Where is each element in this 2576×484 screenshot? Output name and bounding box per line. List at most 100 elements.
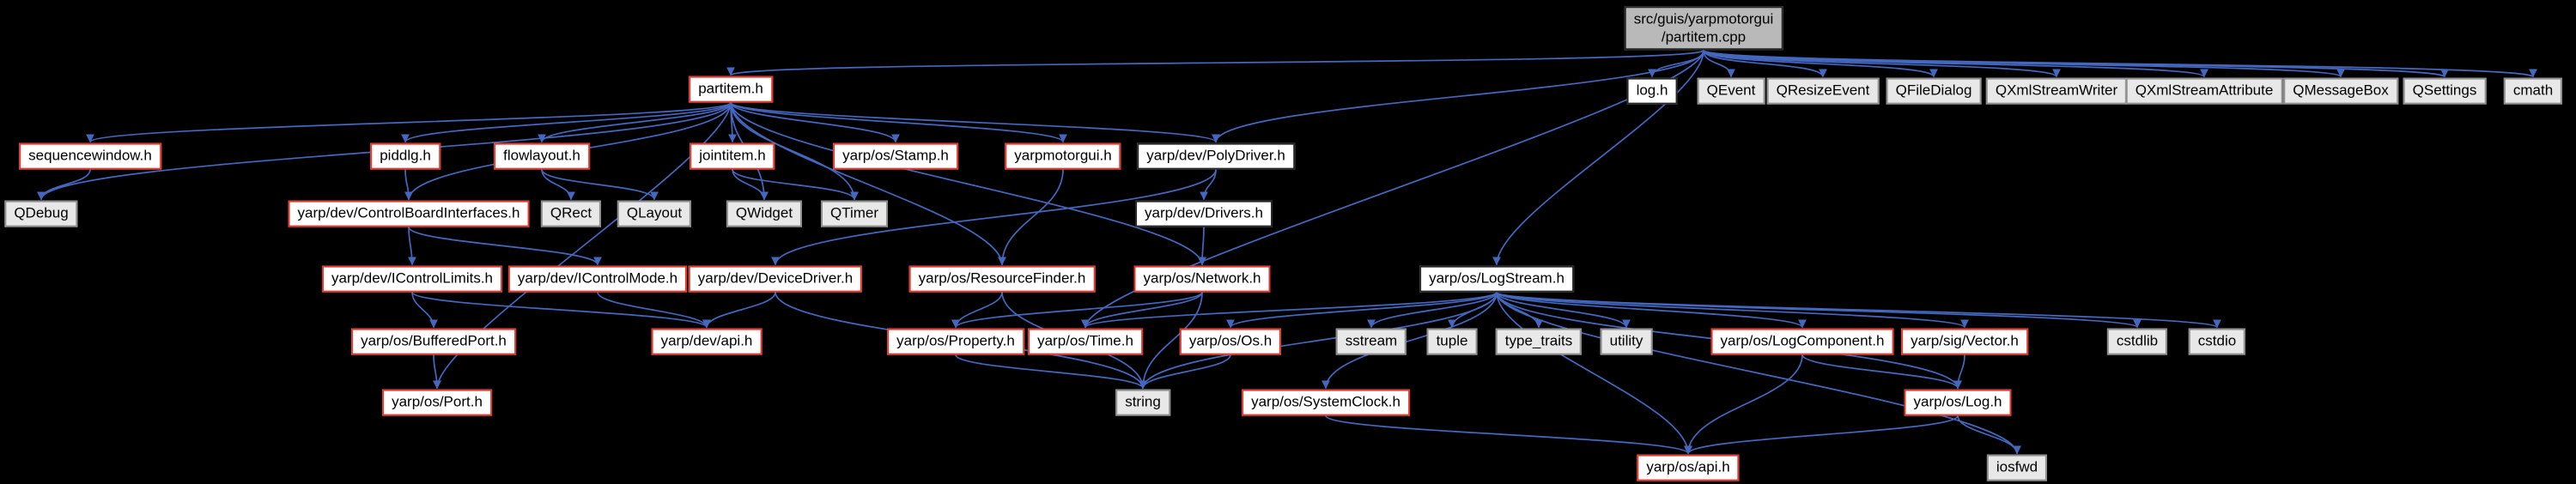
edge-icontrollimits-h-to-bufferedport-h xyxy=(411,292,438,329)
edge-drivers-h-to-network-h xyxy=(1198,227,1207,266)
node-piddlg-h[interactable]: piddlg.h xyxy=(370,142,440,170)
edge-sequencewindow-h-to-qdebug xyxy=(37,169,91,201)
edge-cpp-to-qmessagebox xyxy=(1703,49,2345,78)
edge-flowlayout-h-to-qrect xyxy=(541,169,575,201)
node-bufferedport-h[interactable]: yarp/os/BufferedPort.h xyxy=(351,328,516,355)
edge-logstream-h-to-cstdio xyxy=(1496,291,2221,329)
edge-cpp-to-qsettings xyxy=(1703,49,2449,78)
edge-cbi-h-to-icontrolmode-h xyxy=(408,226,602,266)
node-qrect: QRect xyxy=(540,200,602,227)
edge-icontrollimits-h-to-dev-api-h xyxy=(411,291,711,329)
edge-logstream-h-to-time-h xyxy=(1081,291,1498,329)
edge-network-h-to-time-h xyxy=(1081,292,1203,329)
edge-partitem-h-to-stamp-h xyxy=(730,101,900,143)
edge-icontrolmode-h-to-dev-api-h xyxy=(597,292,711,329)
node-logstream-h[interactable]: yarp/os/LogStream.h xyxy=(1419,265,1574,293)
node-string: string xyxy=(1115,389,1170,416)
edge-os-h-to-string xyxy=(1139,354,1231,390)
node-qsettings: QSettings xyxy=(2403,77,2487,105)
node-jointitem-h[interactable]: jointitem.h xyxy=(690,142,775,170)
node-sequencewindow-h[interactable]: sequencewindow.h xyxy=(19,142,161,170)
edge-cpp-to-qresizeevent xyxy=(1703,50,1827,78)
edge-cbi-h-to-icontrollimits-h xyxy=(407,227,416,266)
node-network-h[interactable]: yarp/os/Network.h xyxy=(1133,265,1271,293)
edge-logstream-h-to-iosfwd xyxy=(1496,292,2021,455)
node-polydriver-h[interactable]: yarp/dev/PolyDriver.h xyxy=(1137,142,1295,170)
edge-sig-vector-h-to-log-os-h xyxy=(1953,354,1965,390)
edge-partitem-h-to-yarpmotorgui-h xyxy=(730,101,1067,143)
edge-systemclock-h-to-os-api-h xyxy=(1325,414,1692,455)
node-iosfwd: iosfwd xyxy=(1986,454,2048,481)
node-cpp: src/guis/yarpmotorgui /partitem.cpp xyxy=(1624,6,1783,51)
edge-partitem-h-to-flowlayout-h xyxy=(538,101,732,143)
edge-logstream-h-to-sstream xyxy=(1367,292,1498,329)
node-stamp-h[interactable]: yarp/os/Stamp.h xyxy=(833,142,958,170)
edge-logstream-h-to-utility xyxy=(1496,291,1631,329)
node-tuple: tuple xyxy=(1426,328,1478,355)
edge-logstream-h-to-type-traits xyxy=(1496,292,1543,329)
edge-log-os-h-to-os-api-h xyxy=(1684,414,1959,455)
node-sig-vector-h[interactable]: yarp/sig/Vector.h xyxy=(1901,328,2028,355)
edge-partitem-h-to-piddlg-h xyxy=(401,101,732,143)
edge-polydriver-h-to-drivers-h xyxy=(1200,169,1217,201)
edge-cpp-to-qxmlstreamattribute xyxy=(1703,49,2208,78)
node-drivers-h[interactable]: yarp/dev/Drivers.h xyxy=(1135,200,1273,227)
node-os-h[interactable]: yarp/os/Os.h xyxy=(1179,328,1282,355)
node-partitem-h[interactable]: partitem.h xyxy=(689,76,773,103)
node-yarpmotorgui-h[interactable]: yarpmotorgui.h xyxy=(1005,142,1121,170)
edge-log-os-h-to-iosfwd xyxy=(1957,415,2021,455)
node-qxmlstreamwriter: QXmlStreamWriter xyxy=(1985,77,2128,105)
edge-jointitem-h-to-qtimer xyxy=(732,168,859,201)
edge-yarpmotorgui-h-to-resourcefinder-h xyxy=(998,169,1064,266)
node-qwidget: QWidget xyxy=(726,200,803,227)
node-log-h[interactable]: log.h xyxy=(1626,77,1678,105)
edge-cpp-to-log-h xyxy=(1648,50,1704,78)
node-qresizeevent: QResizeEvent xyxy=(1766,77,1880,105)
node-property-h[interactable]: yarp/os/Property.h xyxy=(887,328,1024,355)
edge-partitem-h-to-jointitem-h xyxy=(727,102,737,143)
node-utility: utility xyxy=(1600,328,1653,355)
node-time-h[interactable]: yarp/os/Time.h xyxy=(1028,328,1143,355)
edge-logstream-h-to-cstdlib xyxy=(1496,291,2142,329)
node-qfiledialog: QFileDialog xyxy=(1886,77,1982,105)
node-cmath: cmath xyxy=(2503,77,2563,105)
node-qlayout: QLayout xyxy=(617,200,692,227)
node-port-h[interactable]: yarp/os/Port.h xyxy=(382,389,492,416)
node-cbi-h[interactable]: yarp/dev/ControlBoardInterfaces.h xyxy=(288,200,530,227)
node-devicedriver-h[interactable]: yarp/dev/DeviceDriver.h xyxy=(688,265,863,293)
node-dev-api-h[interactable]: yarp/dev/api.h xyxy=(651,328,762,355)
node-cstdlib: cstdlib xyxy=(2106,328,2168,355)
edge-partitem-h-to-polydriver-h xyxy=(730,101,1220,143)
edge-cpp-to-cmath xyxy=(1703,49,2537,78)
node-qtimer: QTimer xyxy=(820,200,889,227)
edge-cpp-to-qfiledialog xyxy=(1703,49,1938,78)
edge-network-h-to-property-h xyxy=(951,291,1203,329)
node-os-api-h[interactable]: yarp/os/api.h xyxy=(1637,454,1740,481)
edge-logstream-h-to-sig-vector-h xyxy=(1496,291,1969,329)
node-type-traits: type_traits xyxy=(1495,328,1583,355)
edge-partitem-h-to-resourcefinder-h xyxy=(730,102,1006,266)
edge-logstream-h-to-os-h xyxy=(1226,291,1498,329)
edge-logstream-h-to-os-api-h xyxy=(1496,292,1692,455)
node-icontrolmode-h[interactable]: yarp/dev/IControlMode.h xyxy=(507,265,688,293)
node-qxmlstreamattribute: QXmlStreamAttribute xyxy=(2125,77,2283,105)
edge-flowlayout-h-to-qlayout xyxy=(541,168,659,201)
node-systemclock-h[interactable]: yarp/os/SystemClock.h xyxy=(1242,389,1410,416)
edge-bufferedport-h-to-port-h xyxy=(432,354,441,390)
edge-partitem-h-to-sequencewindow-h xyxy=(86,101,732,143)
edge-logcomponent-h-to-log-os-h xyxy=(1801,354,1962,390)
node-flowlayout-h[interactable]: flowlayout.h xyxy=(494,142,590,170)
node-icontrollimits-h[interactable]: yarp/dev/IControlLimits.h xyxy=(321,265,503,293)
node-logcomponent-h[interactable]: yarp/os/LogComponent.h xyxy=(1710,328,1894,355)
node-resourcefinder-h[interactable]: yarp/os/ResourceFinder.h xyxy=(908,265,1096,293)
edge-logstream-h-to-logcomponent-h xyxy=(1496,291,1807,329)
node-qmessagebox: QMessageBox xyxy=(2283,77,2398,105)
edge-logcomponent-h-to-os-api-h xyxy=(1684,354,1803,455)
edge-logstream-h-to-tuple xyxy=(1448,292,1498,329)
node-log-os-h[interactable]: yarp/os/Log.h xyxy=(1904,389,2012,416)
edge-cpp-to-qevent xyxy=(1703,50,1735,78)
edge-cpp-to-partitem-h xyxy=(726,49,1704,76)
node-qevent: QEvent xyxy=(1697,77,1765,105)
edge-partitem-h-to-network-h xyxy=(730,102,1206,266)
